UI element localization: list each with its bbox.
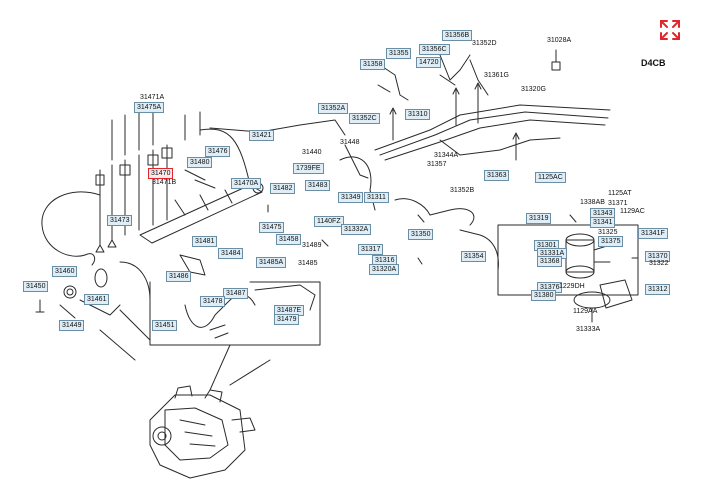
hp-pipe-lower xyxy=(184,294,256,328)
part-code-31375[interactable]: 31375 xyxy=(598,236,624,247)
part-code-31473[interactable]: 31473 xyxy=(107,215,133,226)
part-code-31333a[interactable]: 31333A xyxy=(576,326,601,333)
part-code-31312[interactable]: 31312 xyxy=(645,284,671,295)
part-code-31481[interactable]: 31481 xyxy=(192,236,218,247)
part-code-31352d[interactable]: 31352D xyxy=(472,40,497,47)
return-hose xyxy=(339,156,376,211)
part-code-31354[interactable]: 31354 xyxy=(461,251,487,262)
part-code-31471b[interactable]: 31471B xyxy=(152,179,177,186)
part-code-14720[interactable]: 14720 xyxy=(416,57,442,68)
part-code-31449[interactable]: 31449 xyxy=(59,320,85,331)
part-code-1140fz[interactable]: 1140FZ xyxy=(314,216,344,227)
part-code-31461[interactable]: 31461 xyxy=(84,294,110,305)
part-code-1125ac[interactable]: 1125AC xyxy=(535,172,566,183)
part-code-31357[interactable]: 31357 xyxy=(427,161,447,168)
part-code-31344a[interactable]: 31344A xyxy=(434,152,459,159)
part-code-31361g[interactable]: 31361G xyxy=(484,72,509,79)
part-code-31352a[interactable]: 31352A xyxy=(318,103,349,114)
part-code-31319[interactable]: 31319 xyxy=(526,213,552,224)
part-code-31471a[interactable]: 31471A xyxy=(140,94,165,101)
part-code-31475a[interactable]: 31475A xyxy=(134,102,165,113)
part-code-31487[interactable]: 31487 xyxy=(223,288,249,299)
part-code-31421[interactable]: 31421 xyxy=(249,130,275,141)
part-code-31341[interactable]: 31341 xyxy=(590,217,616,228)
part-code-1129ac[interactable]: 1129AC xyxy=(620,208,645,215)
part-code-31322[interactable]: 31322 xyxy=(649,260,669,267)
part-code-31371[interactable]: 31371 xyxy=(608,200,628,207)
clamp-b xyxy=(439,54,471,86)
model-label: D4CB xyxy=(641,58,666,68)
part-code-31325[interactable]: 31325 xyxy=(598,229,618,236)
part-code-31320a[interactable]: 31320A xyxy=(369,264,400,275)
expand-icon-graphic xyxy=(660,20,680,40)
return-line-left xyxy=(41,191,101,257)
part-code-31470a[interactable]: 31470A xyxy=(231,178,262,189)
part-code-31363[interactable]: 31363 xyxy=(484,170,510,181)
part-code-31355[interactable]: 31355 xyxy=(386,48,412,59)
fuel-rail xyxy=(139,182,264,244)
part-code-31485a[interactable]: 31485A xyxy=(256,257,287,268)
bracket xyxy=(179,254,206,276)
bolt xyxy=(35,299,45,313)
part-code-31380[interactable]: 31380 xyxy=(531,290,557,301)
part-code-31356c[interactable]: 31356C xyxy=(419,44,450,55)
tank-lines xyxy=(374,104,611,161)
part-code-31341f[interactable]: 31341F xyxy=(638,228,668,239)
expand-icon[interactable] xyxy=(658,18,682,42)
part-code-31478[interactable]: 31478 xyxy=(200,296,226,307)
hose-mid xyxy=(394,198,475,226)
part-code-1129aa[interactable]: 1129AA xyxy=(573,308,598,315)
part-code-31358[interactable]: 31358 xyxy=(360,59,386,70)
connection-frame xyxy=(149,281,321,346)
part-code-31480[interactable]: 31480 xyxy=(187,157,213,168)
part-code-31370[interactable]: 31370 xyxy=(645,251,671,262)
high-pressure-pump xyxy=(149,385,256,479)
part-code-31349[interactable]: 31349 xyxy=(338,192,364,203)
part-code-31479[interactable]: 31479 xyxy=(274,314,300,325)
part-code-1125at[interactable]: 1125AT xyxy=(608,190,632,197)
seal-a xyxy=(63,285,77,299)
part-code-31350[interactable]: 31350 xyxy=(408,229,434,240)
seal-b xyxy=(94,268,108,288)
part-code-31475[interactable]: 31475 xyxy=(259,222,285,233)
part-code-31440[interactable]: 31440 xyxy=(302,149,322,156)
hp-pipe-2 xyxy=(209,119,346,136)
leak-pipe xyxy=(119,261,151,331)
part-code-31486[interactable]: 31486 xyxy=(166,271,192,282)
part-code-31356b[interactable]: 31356B xyxy=(442,30,473,41)
part-code-31476[interactable]: 31476 xyxy=(205,146,231,157)
part-code-1739fe[interactable]: 1739FE xyxy=(293,163,324,174)
part-code-31482[interactable]: 31482 xyxy=(270,183,296,194)
part-code-31332a[interactable]: 31332A xyxy=(341,224,372,235)
part-code-31451[interactable]: 31451 xyxy=(152,320,178,331)
part-code-31489[interactable]: 31489 xyxy=(302,242,322,249)
part-code-31320g[interactable]: 31320G xyxy=(521,86,546,93)
part-code-31352c[interactable]: 31352C xyxy=(349,113,380,124)
part-code-31458[interactable]: 31458 xyxy=(276,234,302,245)
injector-bank xyxy=(95,109,201,253)
part-code-31448[interactable]: 31448 xyxy=(340,139,360,146)
clamp-a xyxy=(377,64,409,101)
part-code-31483[interactable]: 31483 xyxy=(305,180,331,191)
part-code-31310[interactable]: 31310 xyxy=(405,109,431,120)
part-code-31028a[interactable]: 31028A xyxy=(547,37,572,44)
part-code-31470-highlighted[interactable]: 31470 xyxy=(148,168,174,179)
part-code-31450[interactable]: 31450 xyxy=(23,281,49,292)
part-code-31311[interactable]: 31311 xyxy=(364,192,389,203)
part-code-1229dh[interactable]: 1229DH xyxy=(559,283,585,290)
part-code-31352b[interactable]: 31352B xyxy=(450,187,475,194)
grommet xyxy=(551,61,561,71)
part-code-31485[interactable]: 31485 xyxy=(298,260,318,267)
part-code-31317[interactable]: 31317 xyxy=(358,244,384,255)
hp-pipe-1 xyxy=(199,128,251,186)
part-code-31484[interactable]: 31484 xyxy=(218,248,244,259)
part-code-31460[interactable]: 31460 xyxy=(52,266,78,277)
part-code-31368[interactable]: 31368 xyxy=(537,256,563,267)
part-code-1338ab[interactable]: 1338AB xyxy=(580,199,605,206)
